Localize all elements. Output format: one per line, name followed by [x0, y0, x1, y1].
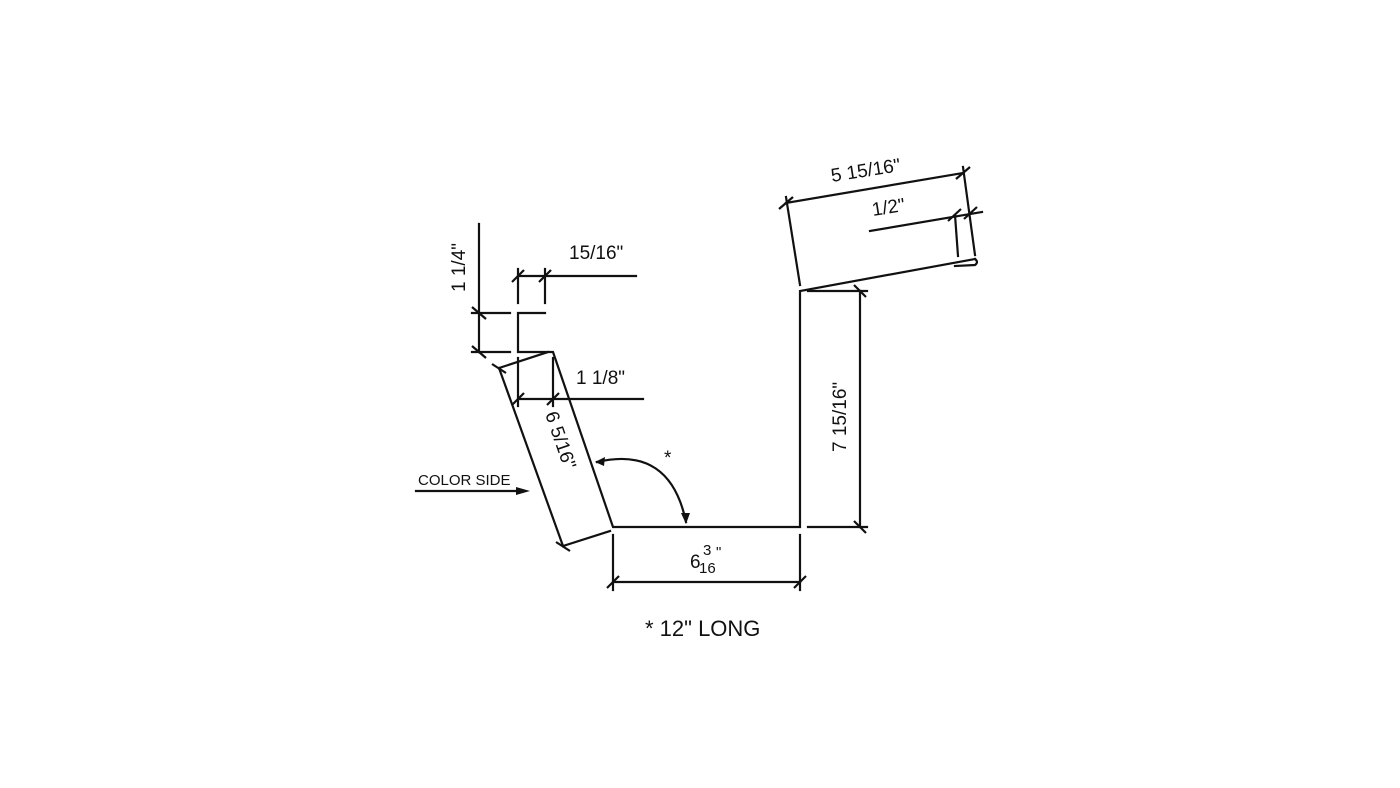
label-back-wall: 7 15/16": [830, 382, 851, 452]
length-note: * 12" LONG: [645, 616, 760, 641]
label-bottom-whole: 6: [690, 552, 701, 573]
label-top-lip: 5 15/16": [829, 155, 902, 187]
dimension-hem-height: 1 1/4": [449, 222, 512, 359]
arrow-right-icon: [516, 487, 530, 495]
label-hem-height: 1 1/4": [449, 243, 470, 292]
angle-marker: *: [664, 448, 672, 469]
dimension-slope-top-width: 1 1/8": [511, 356, 645, 408]
label-hem-width: 15/16": [569, 243, 623, 264]
label-bottom-denominator: 16: [699, 560, 716, 577]
dimension-bottom: 6 3 16 ": [606, 533, 807, 592]
label-slope-top-width: 1 1/8": [576, 368, 625, 389]
dimension-lip-hem: 1/2": [868, 195, 984, 258]
label-bottom-inch: ": [716, 544, 721, 561]
label-sloped-wall: 6 5/16": [540, 409, 579, 472]
angle-indicator: *: [595, 448, 690, 524]
dimension-hem-width: 15/16": [511, 243, 638, 305]
profile-outline: [516, 257, 979, 529]
label-lip-hem: 1/2": [870, 195, 906, 221]
dimension-back-wall: 7 15/16": [806, 284, 869, 534]
label-bottom-numerator: 3: [703, 542, 711, 559]
color-side-indicator: COLOR SIDE: [414, 472, 530, 495]
label-color-side: COLOR SIDE: [418, 472, 511, 489]
